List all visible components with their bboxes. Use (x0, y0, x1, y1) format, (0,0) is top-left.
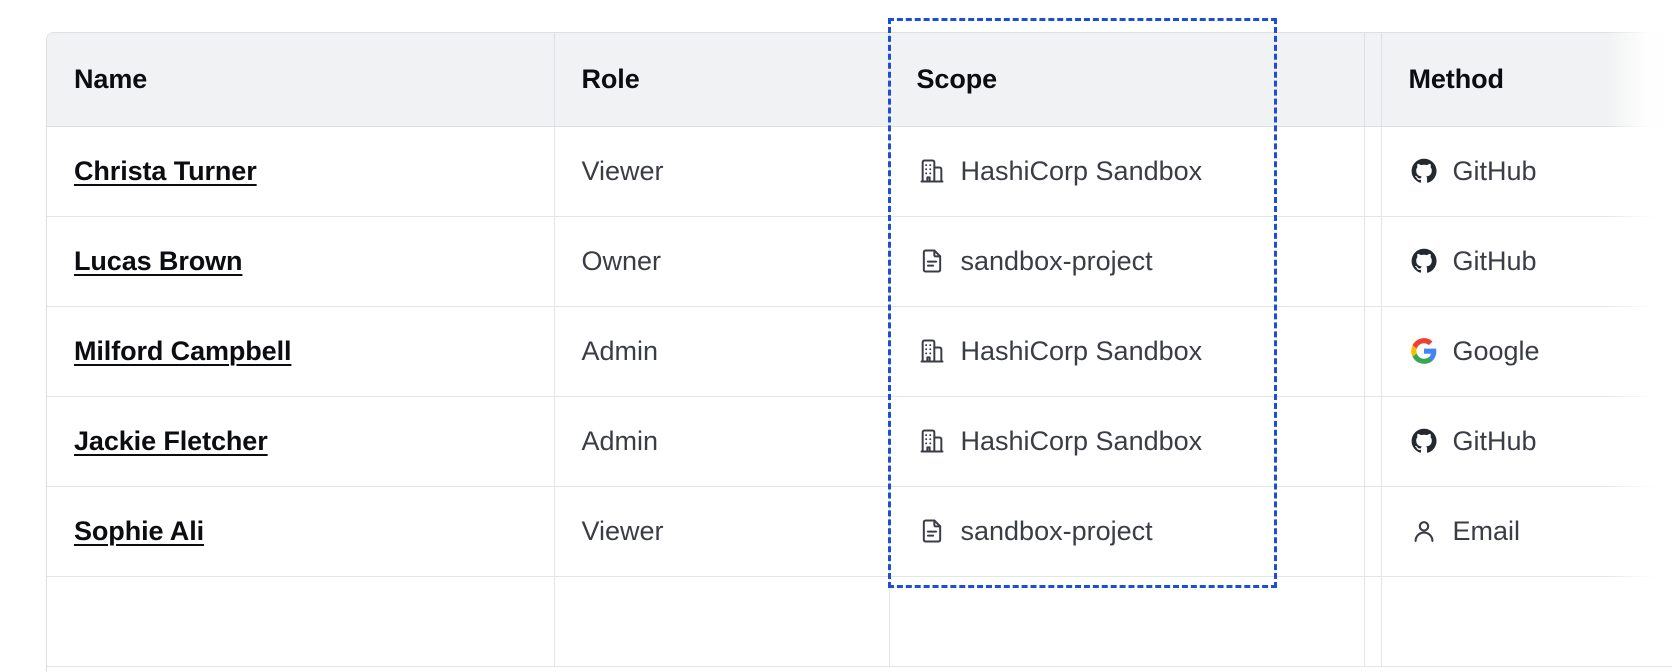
cell-spacer (1364, 306, 1382, 397)
cell-scope: HashiCorp Sandbox (889, 126, 1365, 217)
screen: Name Role Scope Method Christa Turner Vi… (46, 0, 1672, 672)
cell-spacer (1364, 126, 1382, 217)
cell-scope: HashiCorp Sandbox (889, 396, 1365, 487)
table-body: Christa Turner Viewer (47, 126, 1672, 667)
cell-role: Admin (554, 306, 890, 397)
cell-method (1381, 576, 1672, 667)
column-header-name[interactable]: Name (47, 33, 555, 127)
google-icon (1409, 336, 1439, 366)
cell-name: Sophie Ali (47, 486, 555, 577)
method-label: Google (1452, 335, 1540, 366)
scope-label: sandbox-project (960, 245, 1153, 276)
scope-label: HashiCorp Sandbox (960, 155, 1203, 186)
table-row[interactable]: Jackie Fletcher Admin (47, 396, 1672, 487)
member-name-link[interactable]: Lucas Brown (74, 245, 243, 276)
cell-scope (889, 576, 1365, 667)
table-row[interactable] (47, 576, 1672, 667)
cell-spacer (1364, 486, 1382, 577)
column-header-method[interactable]: Method (1381, 33, 1672, 127)
cell-role: Viewer (554, 486, 890, 577)
cell-name (47, 576, 555, 667)
members-table: Name Role Scope Method Christa Turner Vi… (47, 33, 1672, 667)
cell-spacer (1364, 396, 1382, 487)
cell-method: GitHub (1381, 126, 1672, 217)
cell-role (554, 576, 890, 667)
github-icon (1409, 246, 1439, 276)
member-name-link[interactable]: Milford Campbell (74, 335, 292, 366)
cell-scope: sandbox-project (889, 216, 1365, 307)
cell-role: Owner (554, 216, 890, 307)
organization-building-icon (917, 336, 947, 366)
organization-building-icon (917, 156, 947, 186)
member-name-link[interactable]: Christa Turner (74, 155, 257, 186)
cell-name: Jackie Fletcher (47, 396, 555, 487)
method-label: GitHub (1452, 245, 1537, 276)
organization-building-icon (917, 426, 947, 456)
cell-name: Lucas Brown (47, 216, 555, 307)
cell-scope: sandbox-project (889, 486, 1365, 577)
column-header-spacer (1364, 33, 1382, 127)
table-header: Name Role Scope Method (47, 33, 1672, 127)
cell-scope: HashiCorp Sandbox (889, 306, 1365, 397)
github-icon (1409, 426, 1439, 456)
cell-method: GitHub (1381, 396, 1672, 487)
cell-spacer (1364, 576, 1382, 667)
method-label: Email (1452, 515, 1521, 546)
user-person-icon (1409, 516, 1439, 546)
cell-role: Admin (554, 396, 890, 487)
project-document-icon (917, 516, 947, 546)
cell-role: Viewer (554, 126, 890, 217)
cell-spacer (1364, 216, 1382, 307)
cell-name: Milford Campbell (47, 306, 555, 397)
table-row[interactable]: Lucas Brown Owner sa (47, 216, 1672, 307)
table-row[interactable]: Christa Turner Viewer (47, 126, 1672, 217)
cell-method: Email (1381, 486, 1672, 577)
github-icon (1409, 156, 1439, 186)
cell-method: GitHub (1381, 216, 1672, 307)
table-header-row: Name Role Scope Method (47, 33, 1672, 127)
scope-label: HashiCorp Sandbox (960, 335, 1203, 366)
scope-label: HashiCorp Sandbox (960, 425, 1203, 456)
method-label: GitHub (1452, 425, 1537, 456)
members-table-container[interactable]: Name Role Scope Method Christa Turner Vi… (46, 32, 1672, 672)
column-header-scope[interactable]: Scope (889, 33, 1365, 127)
column-header-role[interactable]: Role (554, 33, 890, 127)
method-label: GitHub (1452, 155, 1537, 186)
cell-name: Christa Turner (47, 126, 555, 217)
table-row[interactable]: Sophie Ali Viewer sa (47, 486, 1672, 577)
member-name-link[interactable]: Jackie Fletcher (74, 425, 268, 456)
scope-label: sandbox-project (960, 515, 1153, 546)
member-name-link[interactable]: Sophie Ali (74, 515, 205, 546)
table-row[interactable]: Milford Campbell Admin (47, 306, 1672, 397)
cell-method: Google (1381, 306, 1672, 397)
project-document-icon (917, 246, 947, 276)
